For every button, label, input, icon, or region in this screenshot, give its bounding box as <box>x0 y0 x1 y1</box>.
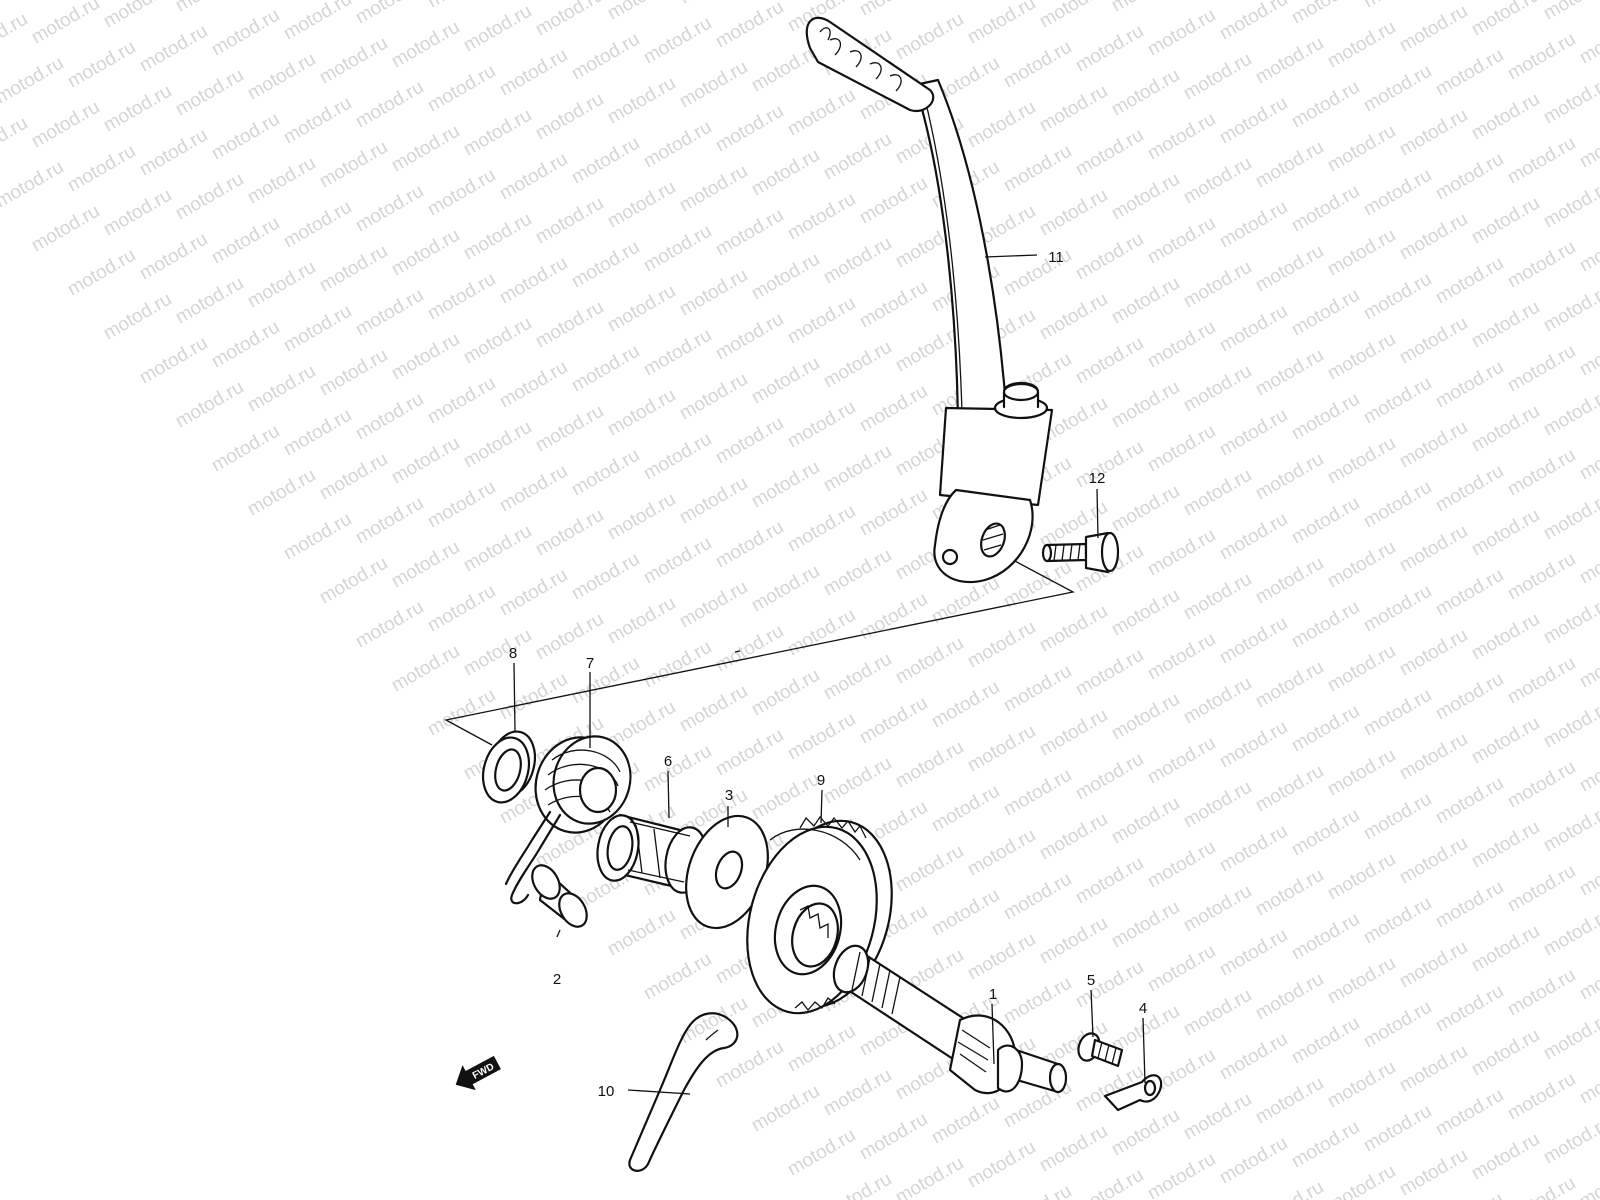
kick-starter-lever[interactable] <box>805 16 1054 584</box>
arrow-left-icon <box>455 1055 501 1091</box>
shaft-guide-plate[interactable] <box>1103 1074 1163 1112</box>
spring-guide[interactable] <box>527 860 593 931</box>
callout-12: 12 <box>1089 470 1106 487</box>
assembly-reference-lines <box>444 551 1075 746</box>
spring-spacer[interactable] <box>593 812 712 896</box>
circlip[interactable] <box>628 1012 739 1172</box>
callout-6: 6 <box>664 753 672 770</box>
stopper-bolt[interactable] <box>1075 1030 1124 1068</box>
fwd-label: FWD <box>471 1061 496 1081</box>
fwd-direction-marker: FWD <box>455 1055 501 1091</box>
lever-clamp-bolt[interactable] <box>1041 531 1120 574</box>
callout-5: 5 <box>1087 972 1095 989</box>
callout-11: 11 <box>1048 249 1064 266</box>
callout-3: 3 <box>725 787 733 804</box>
leader-lines <box>513 254 1146 1095</box>
callout-numbers: 1 2 3 4 5 6 7 8 9 10 11 12 <box>509 249 1147 1100</box>
callout-8: 8 <box>509 645 517 662</box>
return-spring[interactable] <box>504 728 640 905</box>
callout-1: 1 <box>989 986 997 1003</box>
kick-starter-shaft[interactable] <box>828 941 1068 1095</box>
callout-10: 10 <box>598 1083 615 1100</box>
callout-7: 7 <box>586 655 594 672</box>
callout-4: 4 <box>1139 1000 1147 1017</box>
callout-2: 2 <box>553 971 561 988</box>
oil-seal[interactable] <box>476 726 542 807</box>
thrust-washer[interactable] <box>671 805 782 940</box>
callout-9: 9 <box>817 772 825 789</box>
